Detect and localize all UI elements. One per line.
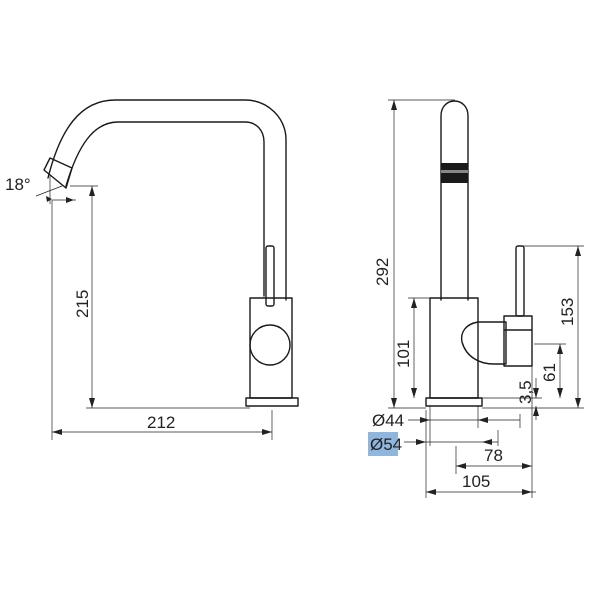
height-total-label: 292 (373, 258, 392, 286)
width-handle-label: 78 (484, 446, 503, 465)
handle-lever (265, 245, 275, 307)
base-front (425, 397, 483, 407)
handle-connector (460, 321, 507, 365)
angle-label: 18° (5, 175, 31, 194)
height-body-label: 101 (394, 340, 413, 368)
width-total-label: 105 (462, 472, 490, 491)
aerator (43, 157, 73, 189)
faucet-body (249, 297, 293, 399)
thickness-base-label: 3,5 (516, 380, 535, 404)
faucet-side-view (43, 99, 299, 407)
faucet-base (245, 397, 299, 407)
handle-cylinder (503, 315, 533, 367)
body-front (429, 297, 479, 399)
spout-front-outline (440, 100, 469, 301)
dimensions-front-view: 292 101 153 61 3,5 Ø44 (368, 99, 584, 498)
diameter-base-label: Ø54 (370, 435, 402, 454)
height-handle-axis-label: 61 (540, 363, 559, 382)
faucet-front-view (425, 100, 533, 407)
dimensions-side-view: 18° 215 212 (5, 175, 273, 440)
reach-front-label: 212 (147, 413, 175, 432)
spout-inner-outline (65, 121, 265, 297)
diameter-body-label: Ø44 (372, 411, 404, 430)
spout-outline (47, 99, 287, 301)
height-outlet-front-label: 215 (73, 290, 92, 318)
diameter-base-highlight (368, 432, 398, 456)
handle-lever-front (515, 245, 525, 317)
cartridge-knob (249, 324, 291, 366)
aerator-front-stripe (441, 170, 468, 173)
height-handle-label: 153 (558, 298, 577, 326)
